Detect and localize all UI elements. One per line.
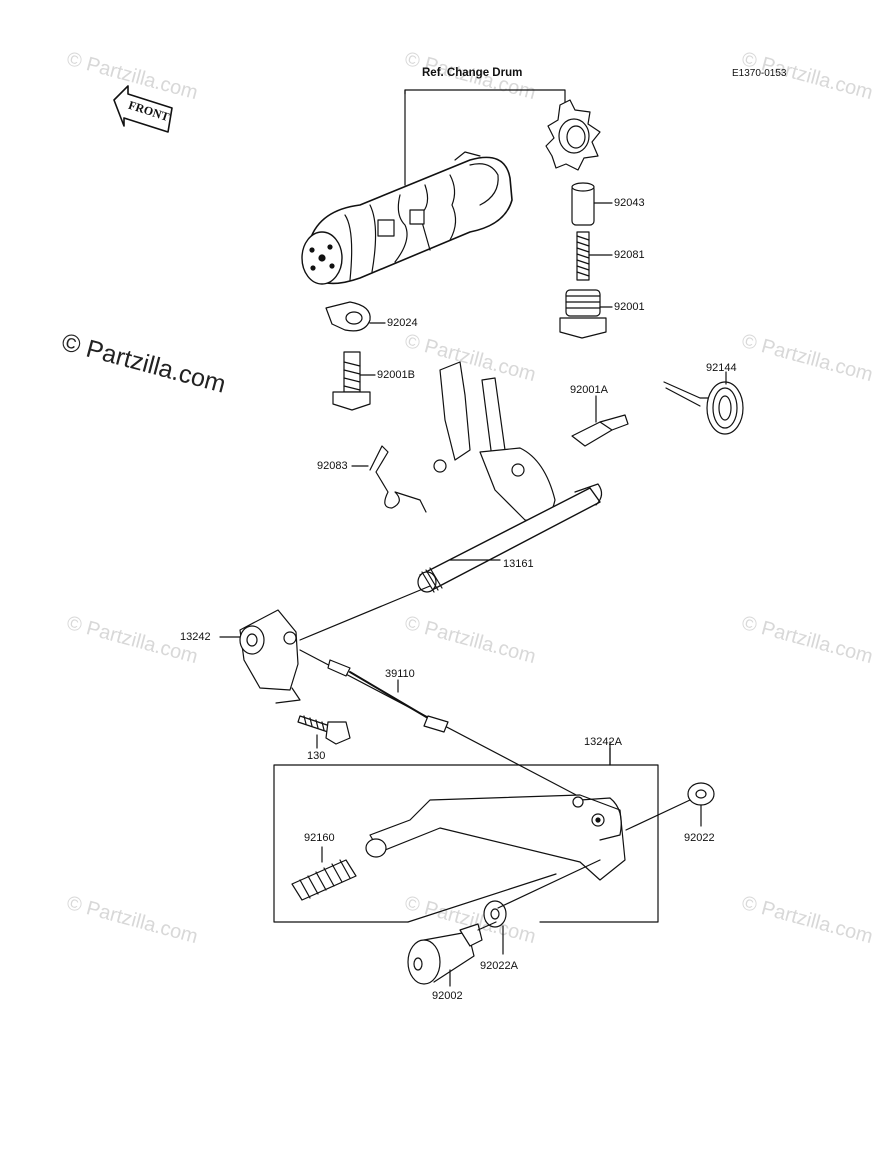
diagram-code: E1370-0153 bbox=[732, 68, 787, 79]
part-label-13242a[interactable]: 13242A bbox=[584, 736, 622, 748]
part-label-39110[interactable]: 39110 bbox=[385, 668, 415, 680]
front-arrow-icon: FRONT bbox=[113, 85, 173, 133]
part-label-13242[interactable]: 13242 bbox=[180, 631, 211, 643]
shift-pedal-icon bbox=[365, 794, 626, 923]
bolt-130-icon bbox=[297, 715, 351, 749]
change-drum-icon bbox=[301, 151, 513, 285]
part-label-92043[interactable]: 92043 bbox=[614, 197, 645, 209]
part-label-92160[interactable]: 92160 bbox=[304, 832, 335, 844]
part-label-92081[interactable]: 92081 bbox=[614, 249, 645, 261]
part-label-92001a[interactable]: 92001A bbox=[570, 384, 608, 396]
tie-rod-39110-icon bbox=[299, 649, 581, 798]
bolt-92001b-icon bbox=[332, 351, 376, 411]
spring-92083-icon bbox=[351, 445, 427, 513]
washer-92022a-icon bbox=[483, 859, 601, 955]
ref-change-drum-label: Ref. Change Drum bbox=[422, 67, 523, 79]
pivot-bolt-92002-icon bbox=[407, 921, 497, 987]
pedal-bracket-13242a bbox=[273, 741, 659, 923]
part-label-130[interactable]: 130 bbox=[307, 750, 326, 762]
part-label-92001b[interactable]: 92001B bbox=[377, 369, 415, 381]
lock-washer-92024-icon bbox=[325, 301, 386, 332]
part-label-92022a[interactable]: 92022A bbox=[480, 960, 518, 972]
part-label-13161[interactable]: 13161 bbox=[503, 558, 534, 570]
ref-bracket bbox=[404, 89, 566, 106]
part-label-92022[interactable]: 92022 bbox=[684, 832, 715, 844]
drum-star-gear-icon bbox=[545, 99, 601, 171]
washer-92022-icon bbox=[625, 782, 715, 831]
part-label-92002[interactable]: 92002 bbox=[432, 990, 463, 1002]
spring-92160-icon bbox=[291, 846, 357, 901]
part-label-92001[interactable]: 92001 bbox=[614, 301, 645, 313]
shift-arm-13242-icon bbox=[219, 585, 431, 704]
shift-shaft-13161-icon bbox=[417, 361, 603, 593]
pin-92043-icon bbox=[571, 182, 613, 226]
part-label-92083[interactable]: 92083 bbox=[317, 460, 348, 472]
bolt-92001-icon bbox=[559, 289, 613, 339]
part-label-92144[interactable]: 92144 bbox=[706, 362, 737, 374]
bolt-92001a-icon bbox=[571, 395, 629, 447]
spring-92144-icon bbox=[663, 371, 744, 435]
part-label-92024[interactable]: 92024 bbox=[387, 317, 418, 329]
spring-92081-icon bbox=[576, 231, 613, 281]
